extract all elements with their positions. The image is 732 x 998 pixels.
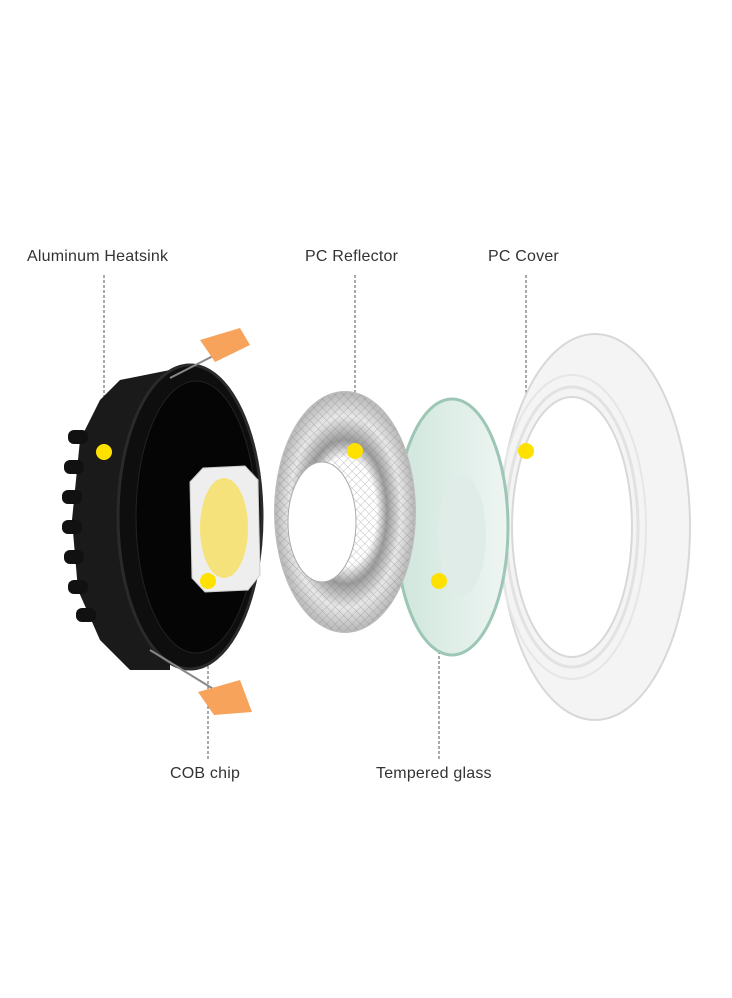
tempered-glass — [394, 397, 510, 657]
label-pc-reflector: PC Reflector — [305, 248, 399, 265]
markers — [96, 443, 534, 589]
label-aluminum-heatsink: Aluminum Heatsink — [27, 248, 169, 265]
marker-glass — [431, 573, 447, 589]
marker-cob — [200, 573, 216, 589]
pc-cover — [497, 333, 692, 721]
marker-cover — [518, 443, 534, 459]
label-cob-chip: COB chip — [170, 765, 241, 782]
cob-chip — [189, 465, 261, 593]
pc-reflector — [274, 391, 416, 633]
marker-reflector — [347, 443, 363, 459]
label-pc-cover: PC Cover — [488, 248, 559, 265]
label-tempered-glass: Tempered glass — [376, 765, 492, 782]
marker-heatsink — [96, 444, 112, 460]
spring-clips — [149, 328, 252, 715]
